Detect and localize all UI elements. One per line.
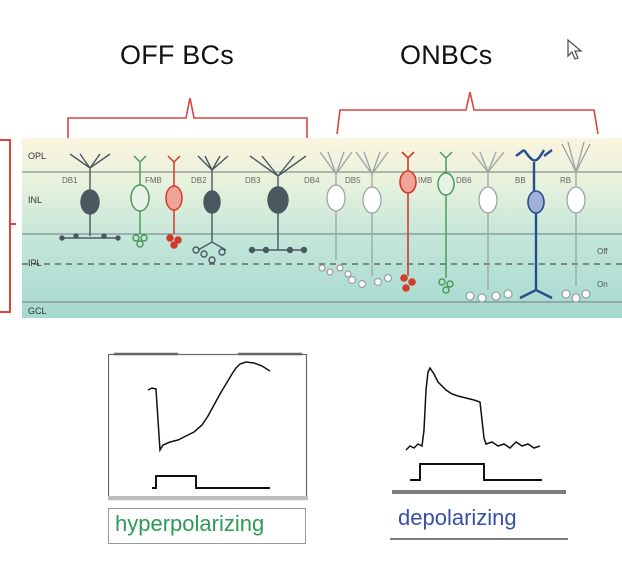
cell-db3 [248,155,308,254]
sublamina-off: Off [597,247,608,256]
cell-imb-red [399,151,417,292]
cell-label-db2: DB2 [191,176,207,185]
retina-diagram [0,91,622,318]
layer-label-gcl: GCL [28,306,47,316]
cell-db2 [192,155,229,264]
cell-db6 [465,151,513,303]
cell-label-db4: DB4 [304,176,320,185]
cell-label-fmb: FMB [145,176,162,185]
retina-band [22,138,622,318]
cell-label-db1: DB1 [62,176,78,185]
off-bracket [67,97,308,142]
on-bcs-title: ONBCs [400,40,493,70]
cell-db4 [318,151,353,278]
depolarizing-trace-panel [392,366,566,494]
depolarizing-stimulus-step [410,463,542,481]
depolarizing-voltage-trace [405,366,541,451]
layer-label-opl: OPL [28,151,47,161]
cell-bb-blue [515,149,553,300]
cell-label-rb: RB [560,176,572,185]
depolarizing-caption: depolarizing [398,505,517,530]
cell-db5 [347,151,393,289]
cell-off-midget-red [165,155,183,249]
cursor-icon [567,38,583,60]
hyperpolarizing-caption: hyperpolarizing [115,511,265,536]
hyperpolarizing-caption-box [108,508,306,544]
cell-label-db5: DB5 [345,176,361,185]
cell-rb [561,141,591,303]
hyperpolarizing-trace-panel [108,352,308,501]
cell-label-db6: DB6 [456,176,472,185]
cell-db1 [59,153,121,241]
left-edge-bracket [0,139,16,313]
on-bracket [336,91,599,135]
sublamina-on: On [597,280,608,289]
off-bcs-title: OFF BCs [120,40,234,70]
hyperpolarizing-stimulus-step [152,475,270,489]
cell-on-midget-green [437,151,455,294]
layer-label-inl: INL [28,195,43,205]
depolarizing-underline [390,538,568,540]
cell-label-imb: IMB [418,176,433,185]
cell-fmb [130,155,150,248]
layer-label-ipl: IPL [28,258,42,268]
cell-label-db3: DB3 [245,176,261,185]
cell-label-bb: BB [515,176,526,185]
hyperpolarizing-voltage-trace [147,361,271,453]
